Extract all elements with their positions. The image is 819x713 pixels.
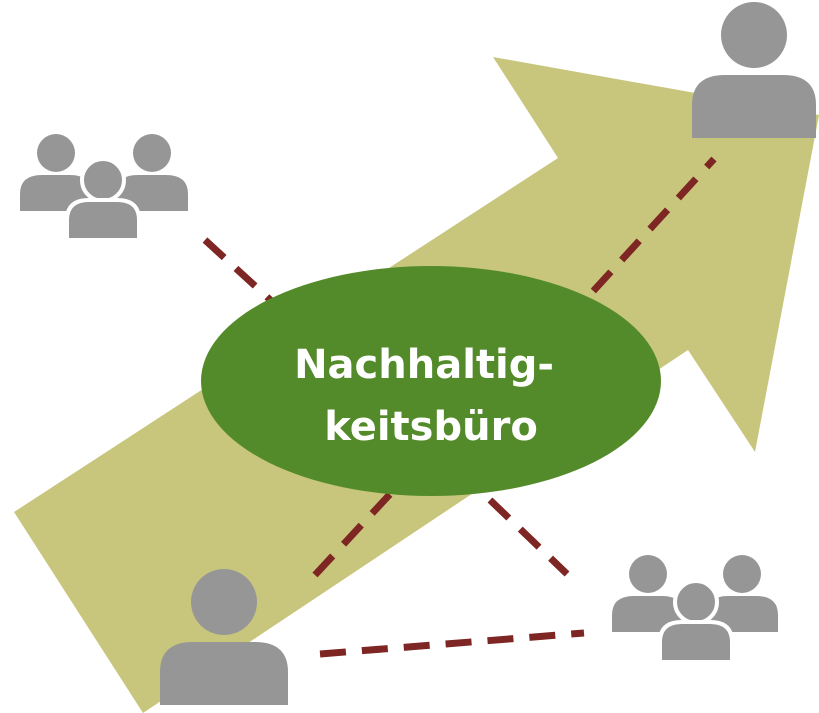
- connector-bottomleft-center: [312, 489, 395, 578]
- group-of-people-icon: [20, 134, 188, 242]
- person-icon: [160, 569, 288, 705]
- connector-lines: [202, 156, 717, 658]
- group-of-people-icon: [612, 555, 778, 664]
- connector-center-bottomright: [487, 497, 570, 577]
- center-ellipse: [201, 266, 661, 496]
- connector-center-topright: [562, 156, 717, 325]
- center-label-line2: keitsbüro: [324, 404, 538, 450]
- connector-bottomleft-bottomright: [319, 629, 585, 658]
- person-icon: [692, 2, 816, 138]
- center-label-line1: Nachhaltig-: [294, 342, 554, 388]
- center-label: Nachhaltig- keitsbüro: [294, 342, 568, 450]
